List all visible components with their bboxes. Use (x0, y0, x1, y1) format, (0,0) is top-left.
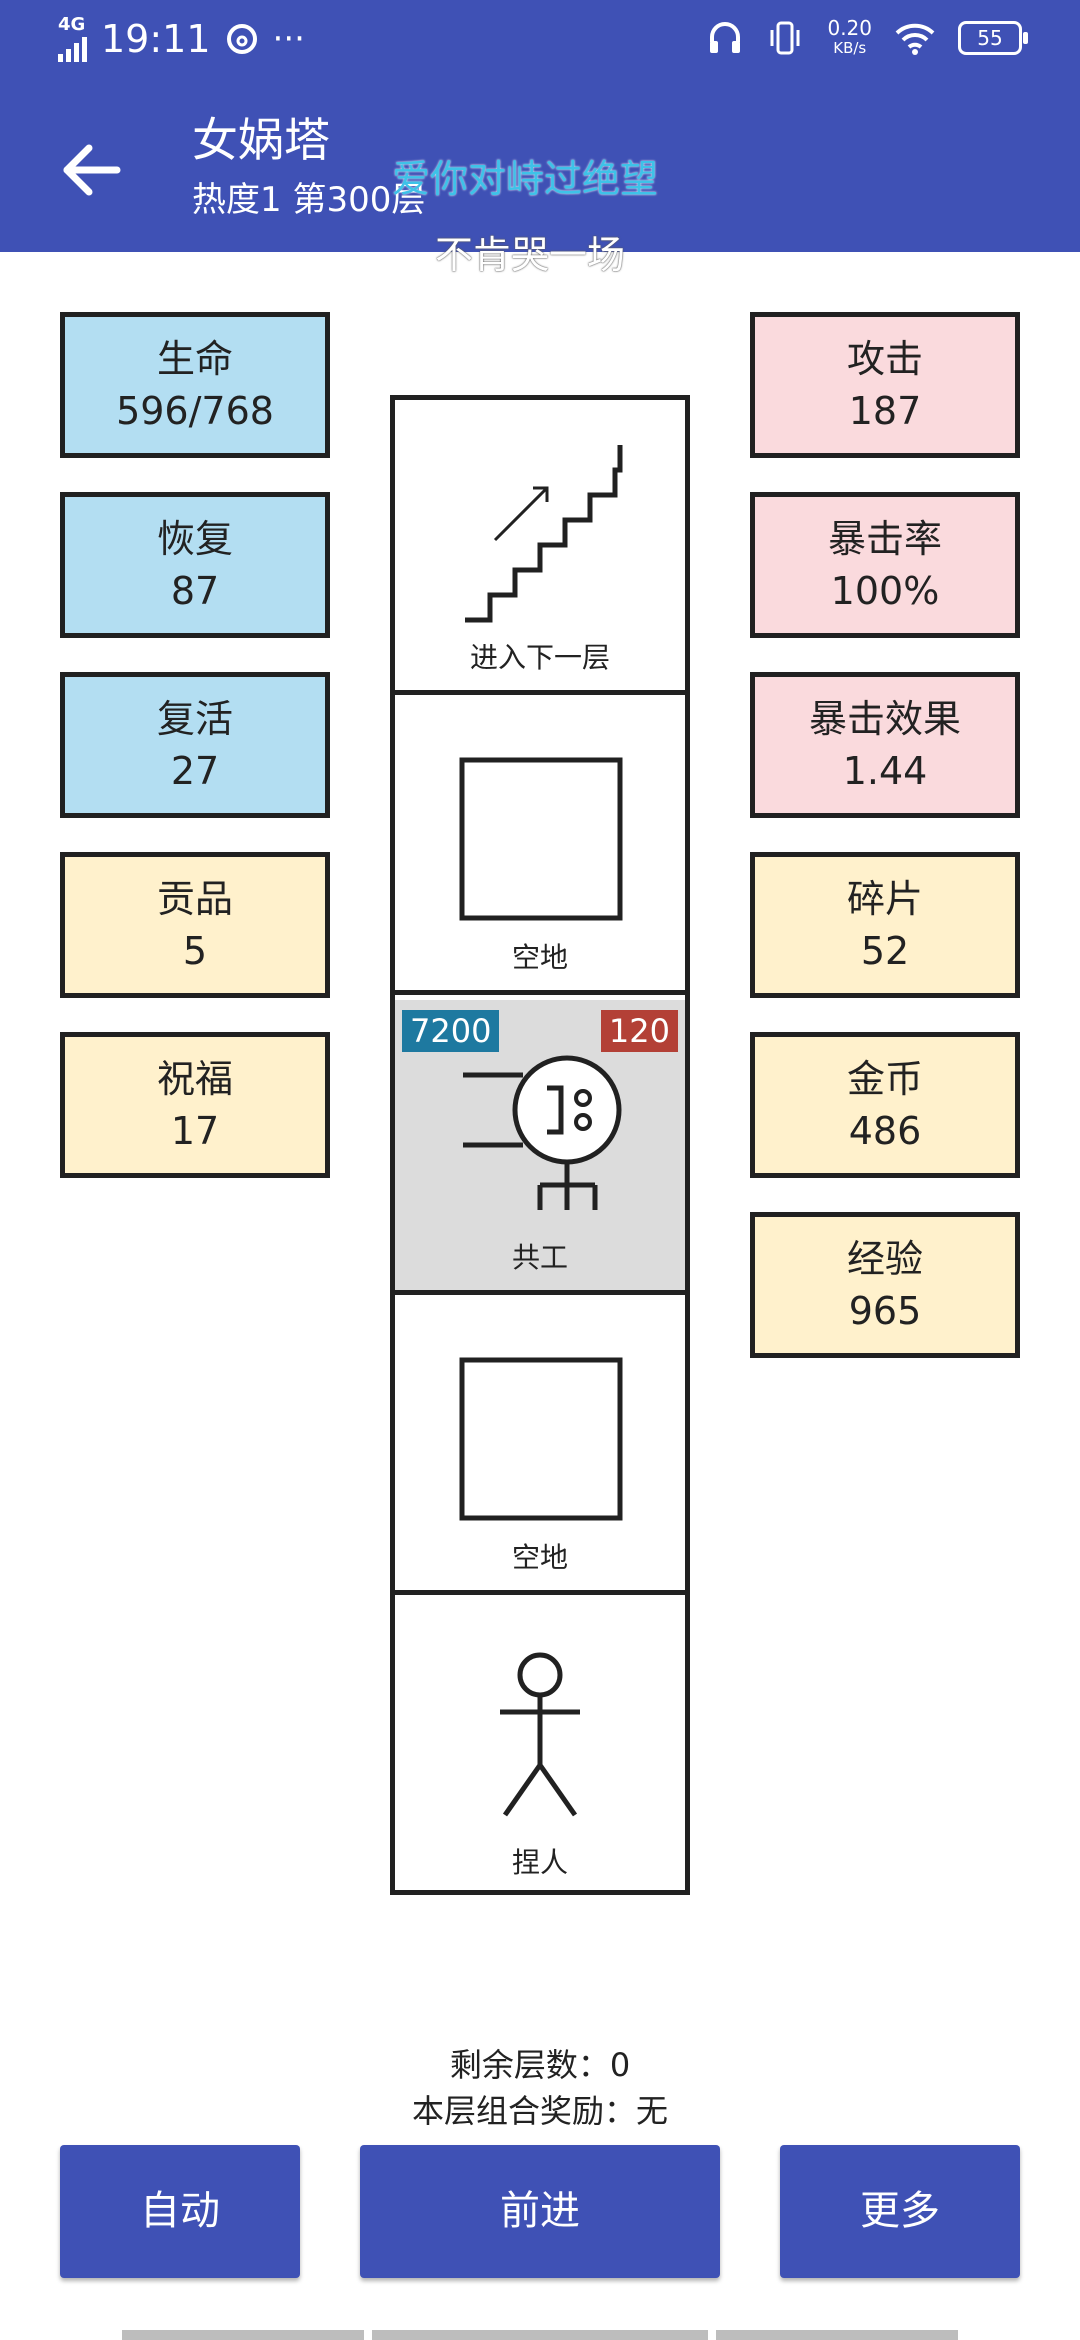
stat-label: 恢复 (156, 517, 233, 561)
stat-revive: 复活 27 (60, 672, 330, 818)
stat-value: 187 (848, 389, 922, 433)
stat-shards: 碎片 52 (750, 852, 1020, 998)
empty-square-icon (459, 1357, 623, 1521)
stat-label: 贡品 (156, 877, 233, 921)
floor-monster[interactable]: 7200 120 共工 (395, 1000, 685, 1295)
back-arrow-icon[interactable] (55, 135, 125, 205)
vibrate-icon (770, 21, 800, 55)
headphones-icon (710, 22, 741, 53)
stat-value: 27 (170, 749, 220, 793)
stat-label: 生命 (156, 337, 233, 381)
floor-label: 空地 (511, 941, 568, 974)
stat-value: 486 (848, 1109, 922, 1153)
auto-button[interactable]: 自动 (60, 2145, 300, 2278)
signal-bars-icon (58, 36, 87, 62)
nav-handle-left (122, 2330, 364, 2340)
floor-label: 进入下一层 (469, 641, 610, 674)
status-bar: 4G 19:11 ··· (0, 0, 1080, 84)
stick-figure-icon (500, 1652, 580, 1817)
page-subtitle: 热度1 第300层 (192, 180, 426, 220)
nav-handle-center (372, 2330, 708, 2340)
status-time: 19:11 (101, 17, 211, 61)
more-button[interactable]: 更多 (780, 2145, 1020, 2278)
floor-empty[interactable]: 空地 (395, 1300, 685, 1595)
floating-lyric-line2: 不肯哭一场 (435, 233, 626, 277)
floating-lyric-line1: 爱你对峙过绝望 (392, 157, 659, 201)
monster-hp-badge: 7200 (402, 1010, 500, 1052)
stat-exp: 经验 965 (750, 1212, 1020, 1358)
signal-indicator: 4G (58, 16, 87, 62)
stat-value: 1.44 (842, 749, 928, 793)
stat-attack: 攻击 187 (750, 312, 1020, 458)
stat-hp: 生命 596/768 (60, 312, 330, 458)
stat-gold: 金币 486 (750, 1032, 1020, 1178)
wifi-icon (895, 23, 935, 55)
forward-button[interactable]: 前进 (360, 2145, 720, 2278)
remaining-floors: 剩余层数：0 (449, 2046, 631, 2084)
monster-icon (463, 1055, 622, 1210)
nav-handle-right (716, 2330, 958, 2340)
status-more-icon: ··· (272, 19, 305, 59)
tower: 进入下一层 空地 7200 120 共工 空地 (390, 395, 690, 1895)
stat-value: 596/768 (116, 389, 274, 433)
stat-tribute: 贡品 5 (60, 852, 330, 998)
network-type: 4G (58, 14, 86, 35)
battery-level: 55 (977, 26, 1003, 50)
floor-label: 空地 (511, 1541, 568, 1574)
stat-label: 攻击 (846, 337, 923, 381)
empty-square-icon (459, 757, 623, 921)
stat-value: 965 (848, 1289, 922, 1333)
netease-music-icon (226, 24, 257, 54)
stat-label: 暴击效果 (808, 697, 961, 741)
stat-value: 5 (182, 929, 208, 973)
stat-label: 祝福 (156, 1057, 233, 1101)
status-right: 0.20 KB/s 55 (707, 18, 1028, 58)
stat-value: 52 (860, 929, 910, 973)
battery-icon: 55 (958, 21, 1028, 55)
stat-label: 经验 (846, 1237, 923, 1281)
stat-value: 17 (170, 1109, 220, 1153)
stat-label: 复活 (156, 697, 233, 741)
stat-crit-rate: 暴击率 100% (750, 492, 1020, 638)
stat-label: 暴击率 (827, 517, 942, 561)
floor-label: 共工 (511, 1241, 568, 1274)
floor-combo-reward: 本层组合奖励：无 (411, 2092, 668, 2130)
speed-unit: KB/s (833, 39, 867, 57)
stairs-icon (465, 445, 623, 623)
floor-next-level[interactable]: 进入下一层 (395, 400, 685, 695)
speed-value: 0.20 (827, 16, 872, 40)
page-title: 女娲塔 (192, 113, 330, 167)
stat-blessing: 祝福 17 (60, 1032, 330, 1178)
stat-crit-effect: 暴击效果 1.44 (750, 672, 1020, 818)
stat-label: 金币 (846, 1057, 923, 1101)
network-speed: 0.20 KB/s (827, 18, 872, 58)
floor-label: 捏人 (511, 1846, 568, 1879)
stat-regen: 恢复 87 (60, 492, 330, 638)
status-left: 4G 19:11 ··· (58, 16, 305, 62)
floor-player[interactable]: 捏人 (395, 1600, 685, 1895)
stat-value: 87 (170, 569, 220, 613)
floor-empty[interactable]: 空地 (395, 700, 685, 995)
app-bar: 4G 19:11 ··· (0, 0, 1080, 252)
stat-label: 碎片 (846, 877, 923, 921)
monster-attack-badge: 120 (600, 1010, 678, 1052)
stat-value: 100% (830, 569, 940, 613)
